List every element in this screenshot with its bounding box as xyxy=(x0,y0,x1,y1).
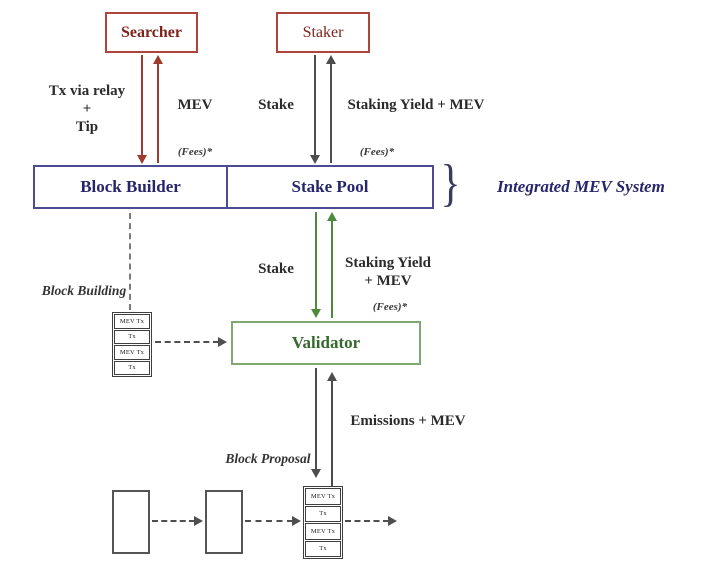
node-searcher: Searcher xyxy=(105,12,198,53)
arrowhead-up-icon xyxy=(327,372,337,381)
arrowhead-up-icon xyxy=(327,212,337,221)
arrowhead-right-icon xyxy=(388,516,397,526)
tx-cell: Tx xyxy=(305,505,341,522)
label-staking-yield-mid: Staking Yield + MEV xyxy=(345,255,431,289)
label-fees-builder: (Fees)* xyxy=(177,146,213,158)
tx-cell: Tx xyxy=(305,540,341,557)
tx-cell: MEV Tx xyxy=(114,314,150,329)
block-builder-label: Block Builder xyxy=(80,177,181,196)
arrow-searcher-to-builder xyxy=(137,55,147,164)
arrow-staker-to-pool xyxy=(310,55,320,164)
node-block-builder: Block Builder xyxy=(35,167,228,207)
dashed-arrow-chain-1 xyxy=(152,516,203,526)
tx-cell: MEV Tx xyxy=(114,345,150,360)
arrowhead-up-icon xyxy=(153,55,163,64)
node-validator: Validator xyxy=(231,321,421,365)
chain-block-1 xyxy=(112,490,150,554)
arrowhead-down-icon xyxy=(137,155,147,164)
node-stake-pool: Stake Pool xyxy=(228,167,432,207)
arrow-chain-to-validator-emissions xyxy=(327,372,337,486)
tx-cell: Tx xyxy=(114,360,150,375)
arrow-validator-to-chain xyxy=(311,368,321,478)
label-stake-mid: Stake xyxy=(258,261,294,277)
node-staker: Staker xyxy=(276,12,370,53)
arrow-pool-to-staker-yield xyxy=(326,55,336,163)
validator-label: Validator xyxy=(291,333,361,352)
tx-cell: Tx xyxy=(114,329,150,344)
arrow-validator-to-pool-yield xyxy=(327,212,337,318)
integrated-system-title: Integrated MEV System xyxy=(497,177,665,196)
dashed-arrow-chain-2 xyxy=(245,516,301,526)
arrowhead-down-icon xyxy=(310,155,320,164)
staker-label: Staker xyxy=(302,23,344,41)
brace-icon: } xyxy=(440,155,461,212)
label-staking-yield-top: Staking Yield + MEV xyxy=(347,97,485,113)
arrow-pool-to-validator-stake xyxy=(311,212,321,318)
integrated-mev-system-box: Block Builder Stake Pool xyxy=(33,165,434,209)
arrowhead-down-icon xyxy=(311,469,321,478)
arrowhead-right-icon xyxy=(218,337,227,347)
tx-cell: MEV Tx xyxy=(305,488,341,505)
arrowhead-up-icon xyxy=(326,55,336,64)
tx-cell: MEV Tx xyxy=(305,523,341,540)
dashed-arrow-chain-3 xyxy=(345,516,397,526)
arrow-builder-to-searcher-mev xyxy=(153,55,163,163)
dashed-line-block-building xyxy=(129,213,131,310)
builder-tx-stack: MEV Tx Tx MEV Tx Tx xyxy=(112,312,152,377)
chain-block-2 xyxy=(205,490,243,554)
dashed-arrow-block-to-validator xyxy=(155,337,227,347)
label-fees-validator: (Fees)* xyxy=(372,301,408,313)
label-tx-via-relay: Tx via relay + Tip xyxy=(48,83,126,135)
label-block-proposal: Block Proposal xyxy=(225,451,311,466)
label-block-building: Block Building xyxy=(41,283,127,298)
label-stake-top: Stake xyxy=(258,97,294,113)
arrowhead-right-icon xyxy=(194,516,203,526)
stake-pool-label: Stake Pool xyxy=(291,177,369,196)
arrowhead-down-icon xyxy=(311,309,321,318)
label-mev: MEV xyxy=(177,97,213,113)
searcher-label: Searcher xyxy=(120,23,182,41)
arrowhead-right-icon xyxy=(292,516,301,526)
proposed-block-stack: MEV Tx Tx MEV Tx Tx xyxy=(303,486,343,559)
label-emissions: Emissions + MEV xyxy=(350,413,466,429)
label-fees-pool: (Fees)* xyxy=(359,146,395,158)
